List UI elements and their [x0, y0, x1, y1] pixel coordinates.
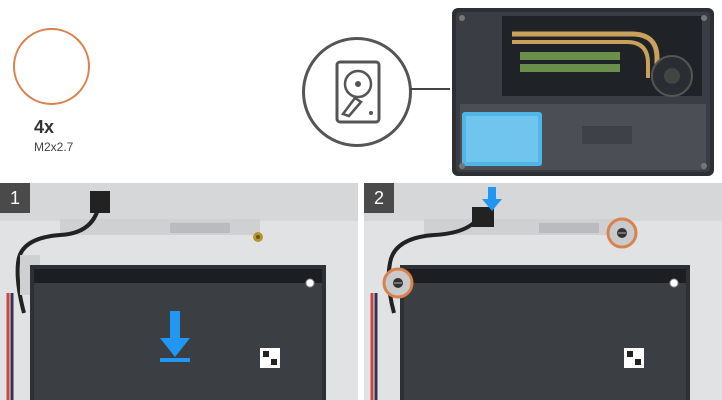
- laptop-overview-image: [452, 8, 714, 176]
- hard-drive-icon: [302, 37, 412, 147]
- screw-size: M2x2.7: [34, 140, 74, 154]
- step-2-panel: 2: [364, 183, 722, 400]
- insert-arrow-head: [160, 338, 190, 357]
- leader-line: [410, 88, 450, 90]
- screw-callout-icon: [13, 28, 90, 105]
- screw-quantity: 4x: [34, 117, 55, 137]
- step-1-panel: 1: [0, 183, 358, 400]
- step-number-badge: 2: [364, 183, 394, 213]
- insert-arrow: [170, 311, 180, 339]
- step-number-badge: 1: [0, 183, 30, 213]
